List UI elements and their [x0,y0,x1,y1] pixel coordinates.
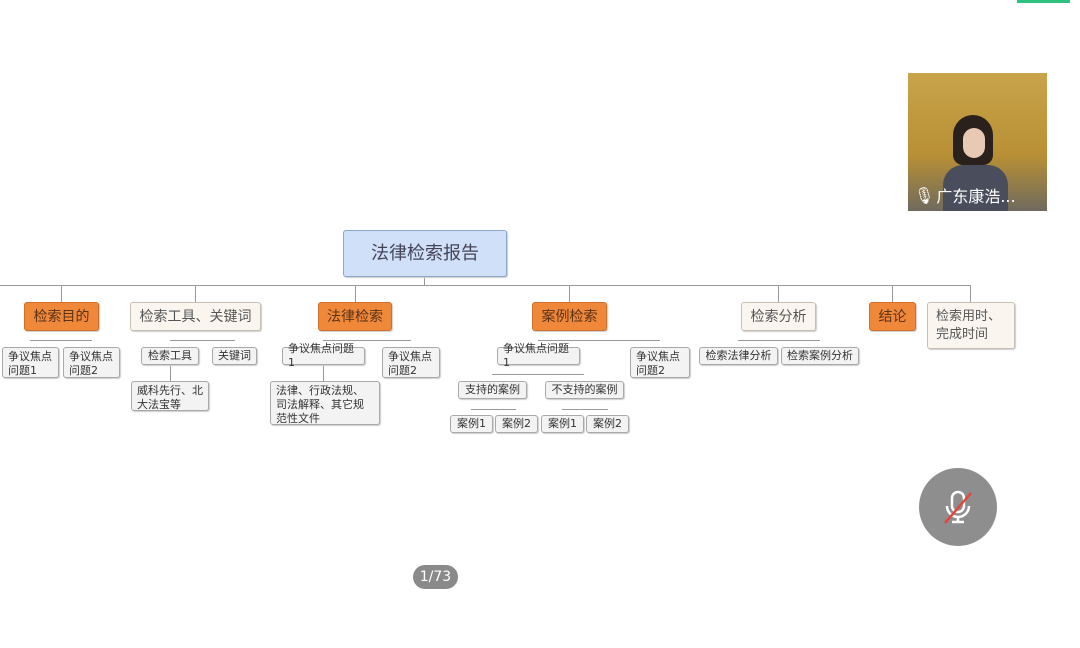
node-case-analysis[interactable]: 检索案例分析 [781,347,859,365]
node-law-detail[interactable]: 法律、行政法规、司法解释、其它规范性文件 [270,381,380,425]
connector [892,285,893,302]
connector [195,285,196,302]
connector [562,409,608,410]
connector [170,365,171,381]
connector [0,285,971,286]
page-indicator: 1/73 [413,565,458,589]
connector [355,285,356,302]
node-case[interactable]: 案例1 [541,415,584,433]
connector [30,340,92,341]
participant-name: 广东康浩... [936,187,1016,206]
connector [569,285,570,302]
connector [323,340,411,341]
connector [61,285,62,302]
node-law-issue-1[interactable]: 争议焦点问题1 [282,342,365,369]
connector [970,285,971,302]
node-tool[interactable]: 检索工具 [141,347,199,365]
node-purpose[interactable]: 检索目的 [24,302,99,331]
mute-button[interactable] [919,468,997,546]
video-label: 🎙 广东康浩... [908,183,1016,207]
connector [778,285,779,302]
speaker-face [963,128,985,158]
connector [170,340,235,341]
node-case[interactable]: 案例2 [495,415,538,433]
node-cases-issue-1[interactable]: 争议焦点问题1 [497,342,580,369]
connector [471,409,516,410]
node-analysis[interactable]: 检索分析 [741,302,816,331]
node-cases[interactable]: 案例检索 [532,302,607,331]
top-indicator [1017,0,1070,3]
speaker-body [943,165,1008,211]
node-keywords[interactable]: 关键词 [212,347,257,365]
connector [424,277,425,285]
microphone-muted-icon [944,490,972,524]
node-support-cases[interactable]: 支持的案例 [458,381,527,399]
node-oppose-cases[interactable]: 不支持的案例 [545,381,624,399]
video-tile[interactable]: 🎙 广东康浩... [908,73,1047,211]
microphone-icon: 🎙 [914,185,935,205]
node-conclusion[interactable]: 结论 [869,302,916,331]
connector [323,365,324,381]
node-cases-issue-2[interactable]: 争议焦点问题2 [630,347,690,378]
connector [538,340,660,341]
node-case[interactable]: 案例2 [586,415,629,433]
node-purpose-issue-1[interactable]: 争议焦点问题1 [2,347,59,378]
node-law-analysis[interactable]: 检索法律分析 [699,347,778,365]
node-purpose-issue-2[interactable]: 争议焦点问题2 [63,347,120,378]
node-law[interactable]: 法律检索 [318,302,392,331]
connector [492,374,584,375]
root-node[interactable]: 法律检索报告 [343,230,507,277]
node-tool-detail[interactable]: 威科先行、北大法宝等 [131,381,209,411]
node-time[interactable]: 检索用时、完成时间 [927,302,1015,349]
node-law-issue-2[interactable]: 争议焦点问题2 [382,347,440,378]
connector [738,340,820,341]
node-case[interactable]: 案例1 [450,415,493,433]
node-tools[interactable]: 检索工具、关键词 [130,302,261,331]
